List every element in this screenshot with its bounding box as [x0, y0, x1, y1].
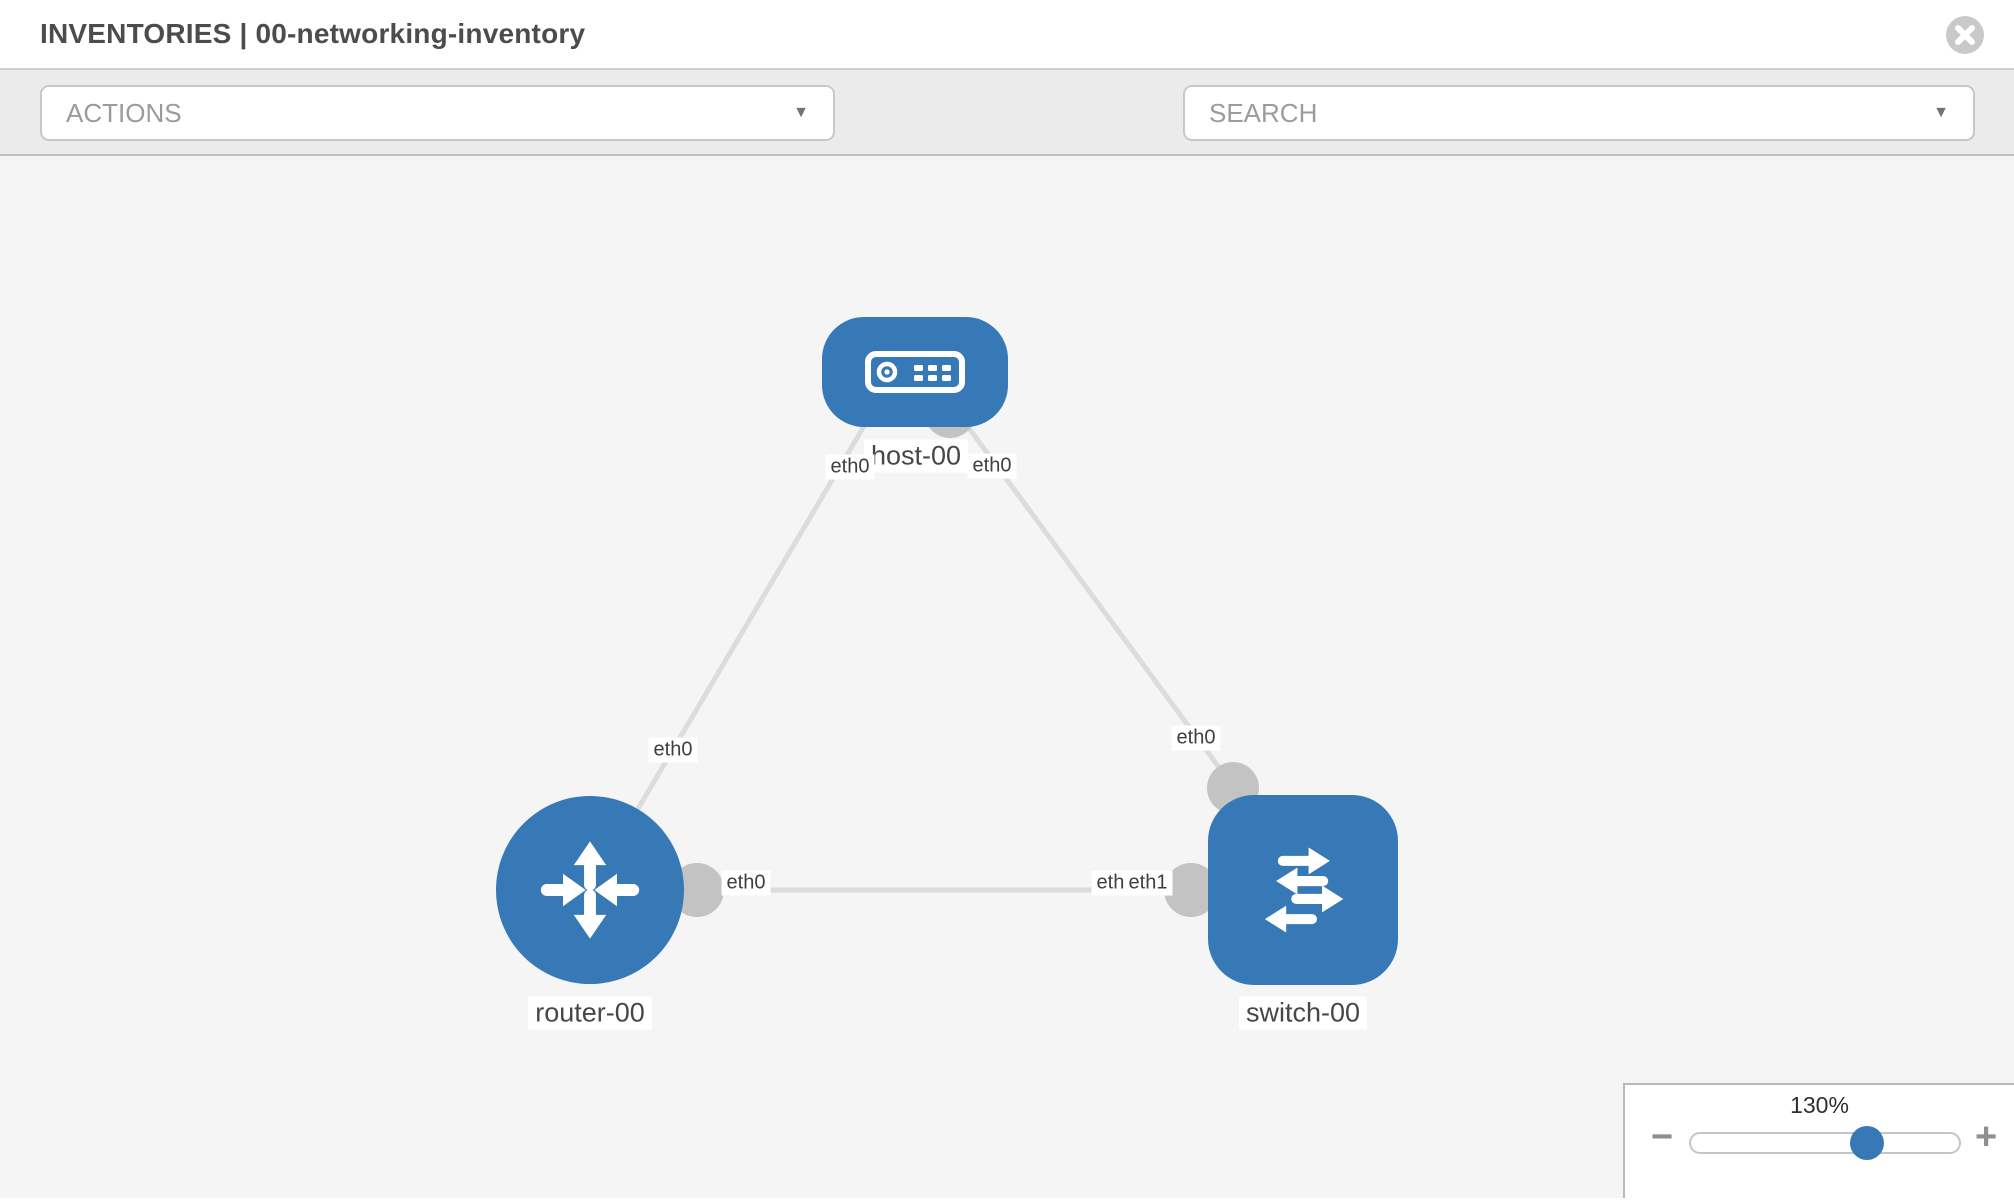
actions-dropdown[interactable]: ACTIONS ▼ — [40, 85, 835, 141]
close-icon — [1955, 25, 1975, 45]
zoom-level-value: 130% — [1790, 1092, 1849, 1118]
page-title: INVENTORIES | 00-networking-inventory — [40, 18, 586, 49]
interface-label: eth0 — [967, 453, 1017, 479]
chevron-down-icon: ▼ — [793, 104, 809, 121]
node-label-switch-00: switch-00 — [1238, 996, 1368, 1030]
interface-label: eth0 — [721, 870, 771, 896]
interface-label: eth0 — [648, 737, 698, 763]
zoom-slider-thumb[interactable] — [1850, 1126, 1884, 1160]
toolbar: ACTIONS ▼ SEARCH ▼ — [0, 70, 2014, 212]
switch-icon — [1264, 847, 1344, 933]
interface-label: eth0 — [825, 454, 875, 480]
interface-label: eth1 — [1123, 870, 1173, 896]
zoom-in-button[interactable]: + — [1975, 1116, 1998, 1158]
zoom-panel: 130% − + — [1623, 1083, 2014, 1198]
node-router-00[interactable] — [496, 796, 684, 984]
actions-dropdown-label: ACTIONS — [66, 97, 182, 128]
node-label-host-00: host-00 — [863, 439, 969, 473]
node-switch-00[interactable] — [1208, 795, 1398, 985]
search-placeholder: SEARCH — [1209, 97, 1318, 128]
interface-label: eth0 — [1171, 725, 1221, 751]
links-layer — [587, 414, 1243, 893]
router-icon — [540, 841, 640, 939]
node-host-00[interactable] — [822, 317, 1008, 427]
zoom-out-button[interactable]: − — [1651, 1116, 1674, 1158]
search-dropdown[interactable]: SEARCH ▼ — [1183, 85, 1975, 141]
header: INVENTORIES | 00-networking-inventory — [0, 0, 2014, 70]
close-button[interactable] — [1946, 16, 1984, 54]
chevron-down-icon: ▼ — [1933, 104, 1949, 121]
host-icon — [865, 351, 965, 393]
node-label-router-00: router-00 — [528, 996, 652, 1030]
zoom-slider-track[interactable] — [1689, 1126, 1961, 1160]
